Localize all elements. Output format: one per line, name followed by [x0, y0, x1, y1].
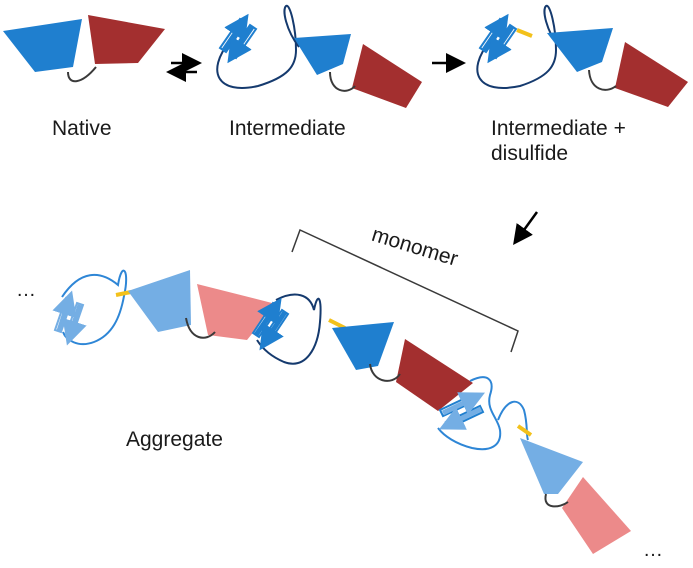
unit2-red-domain [396, 339, 473, 411]
intermediate-loop [216, 4, 300, 89]
ellipsis-left: … [16, 279, 36, 301]
intermediate-disulfide-red-domain [615, 42, 688, 107]
aggregate-label: Aggregate [126, 428, 223, 451]
ellipsis-right: … [643, 539, 663, 561]
unit2-blue-domain [332, 322, 394, 370]
down-arrow-icon [513, 211, 539, 246]
unit3-loop [437, 376, 502, 451]
unit3-linker [544, 493, 569, 508]
intermediate-disulfide-label: Intermediate + disulfide [491, 117, 626, 166]
intermediate-disulfide-linker [588, 69, 617, 91]
native-red-domain [88, 15, 165, 64]
bracket-icon [291, 228, 519, 353]
equilibrium-arrows-icon [166, 53, 202, 82]
unit1-blue-domain [128, 270, 191, 332]
unit3-red-domain [562, 477, 631, 554]
aggregate-unit-1 [52, 269, 276, 346]
intermediate-disulfide-loop [476, 4, 560, 89]
disulfide-bond [516, 28, 533, 38]
unit2-disulfide-bond [328, 318, 346, 330]
intermediate-label: Intermediate [229, 117, 346, 140]
unit3-beta-hairpin-icon [438, 392, 485, 430]
native-linker [67, 66, 97, 83]
unit2-beta-hairpin-icon [251, 297, 290, 351]
intermediate-blue-domain [294, 34, 351, 75]
unit3-loop-b [497, 400, 529, 441]
unit1-beta-hairpin-icon [52, 290, 87, 346]
intermediate-protein [216, 4, 422, 108]
native-blue-domain [3, 19, 82, 72]
native-protein [3, 15, 165, 83]
intermediate-disulfide-blue-domain [547, 28, 613, 72]
unit2-linker [369, 363, 401, 382]
intermediate-red-domain [352, 44, 422, 108]
aggregate-unit-2 [251, 293, 473, 411]
unit1-linker [185, 317, 216, 339]
unit2-loop [256, 293, 322, 365]
native-label: Native [52, 117, 112, 140]
intermediate-linker [329, 71, 356, 92]
unit3-disulfide-bond [516, 424, 533, 437]
intermediate-beta-hairpin-icon [218, 13, 258, 64]
intermediate-disulfide-protein [476, 4, 688, 107]
aggregate-unit-3 [437, 376, 631, 554]
unit3-blue-domain [520, 438, 583, 494]
unit1-disulfide-bond [115, 290, 132, 297]
unit1-red-domain [197, 284, 276, 340]
intermediate-disulfide-beta-hairpin-icon [478, 13, 518, 64]
